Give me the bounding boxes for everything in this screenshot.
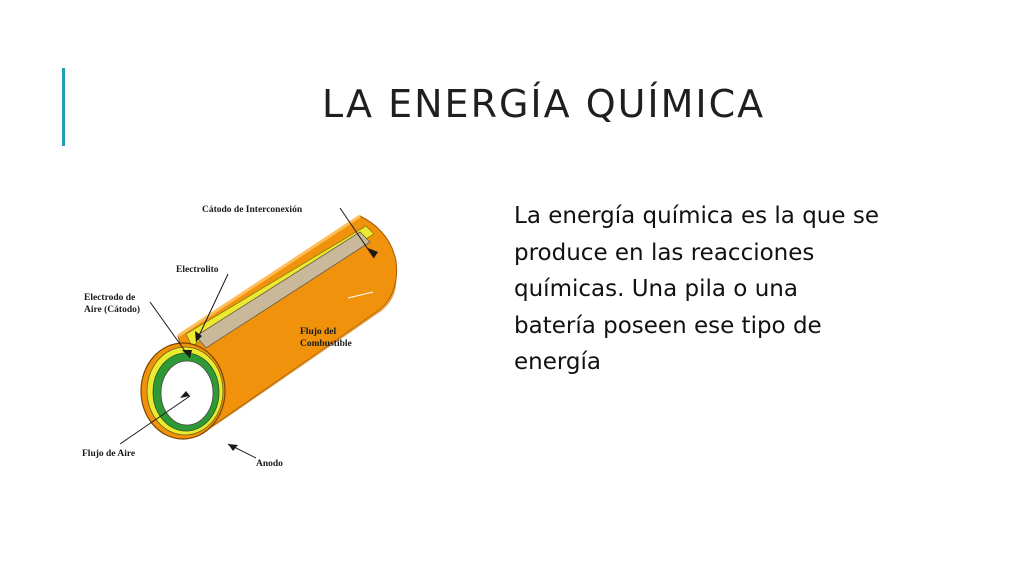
label-electrodo-aire-2: Aire (Cátodo) [84,304,140,315]
fuel-cell-diagram: Cátodo de Interconexión Electrolito Elec… [78,186,418,476]
slide-body-text: La energía química es la que se produce … [514,203,879,375]
label-electrolito: Electrolito [176,265,219,275]
label-anodo: Anodo [256,459,283,469]
label-catodo-interconexion: Cátodo de Interconexión [202,205,303,215]
label-flujo-aire: Flujo de Aire [82,449,135,459]
label-flujo-combustible-2: Combustible [300,339,352,349]
fuel-cell-svg: Cátodo de Interconexión Electrolito Elec… [82,205,398,469]
title-accent-bar [62,68,65,146]
arrow-heads [180,248,378,451]
interconnect-band [195,231,371,349]
label-electrodo-aire-1: Electrodo de [84,293,135,303]
slide-title: LA ENERGÍA QUÍMICA [322,82,766,126]
label-flujo-combustible-1: Flujo del [300,327,337,337]
body-tick [347,291,374,299]
